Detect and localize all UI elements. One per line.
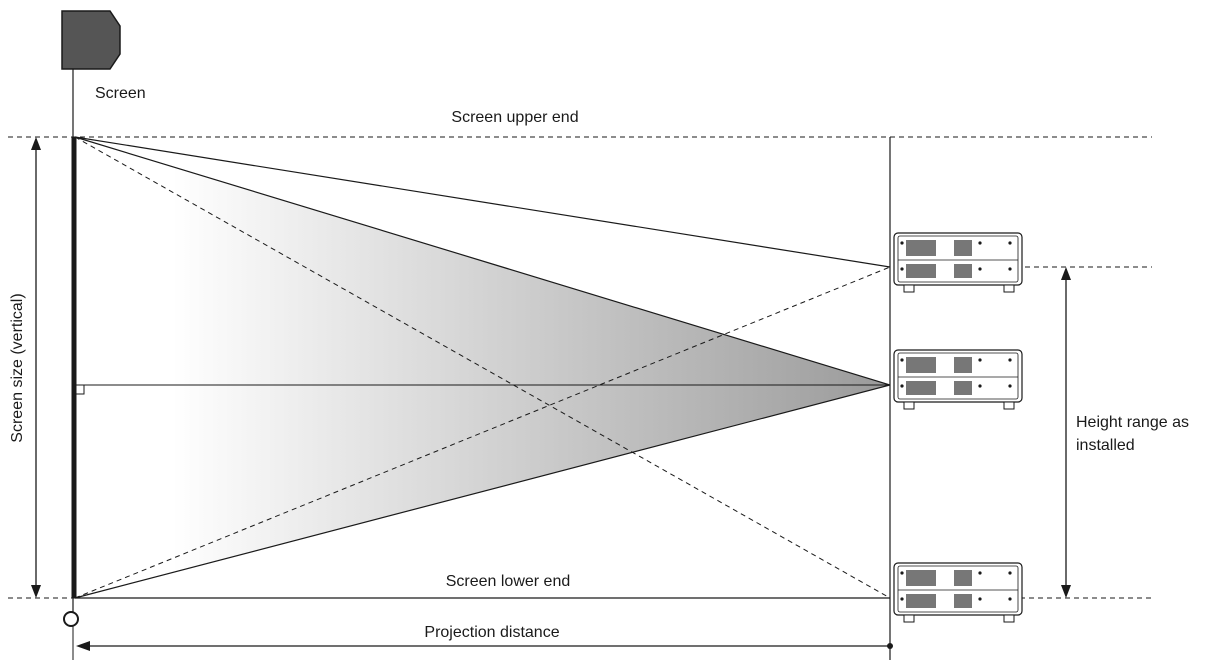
height-range-arrow-head-top <box>1061 267 1071 280</box>
top-projector-upper-ray <box>74 136 891 268</box>
projector-icon <box>893 562 1023 623</box>
projection-distance-end-dot <box>887 643 893 649</box>
top-projector-lower-ray <box>74 266 891 599</box>
lower-end-label: Screen lower end <box>446 573 571 590</box>
screen-label: Screen <box>95 85 146 102</box>
bottom-projector-upper-ray <box>74 136 891 599</box>
screen-size-arrow-head-top <box>31 137 41 150</box>
projector-icon <box>893 232 1023 293</box>
screen-surface <box>71 137 77 598</box>
screen-size-label: Screen size (vertical) <box>9 293 26 442</box>
screen-size-arrow-head-bottom <box>31 585 41 598</box>
middle-projector-lower-ray <box>74 384 891 599</box>
height-range-label-line2: installed <box>1076 437 1135 454</box>
projection-distance-arrow-head <box>76 641 90 651</box>
height-range-arrow-head-bottom <box>1061 585 1071 598</box>
screen-flag-icon <box>61 10 121 70</box>
middle-projector-upper-ray <box>74 136 891 386</box>
height-range-label-line1: Height range as <box>1076 414 1189 431</box>
screen-base-circle <box>63 611 79 627</box>
projection-distance-label: Projection distance <box>424 624 559 641</box>
projector-icon <box>893 349 1023 410</box>
upper-end-label: Screen upper end <box>451 109 578 126</box>
